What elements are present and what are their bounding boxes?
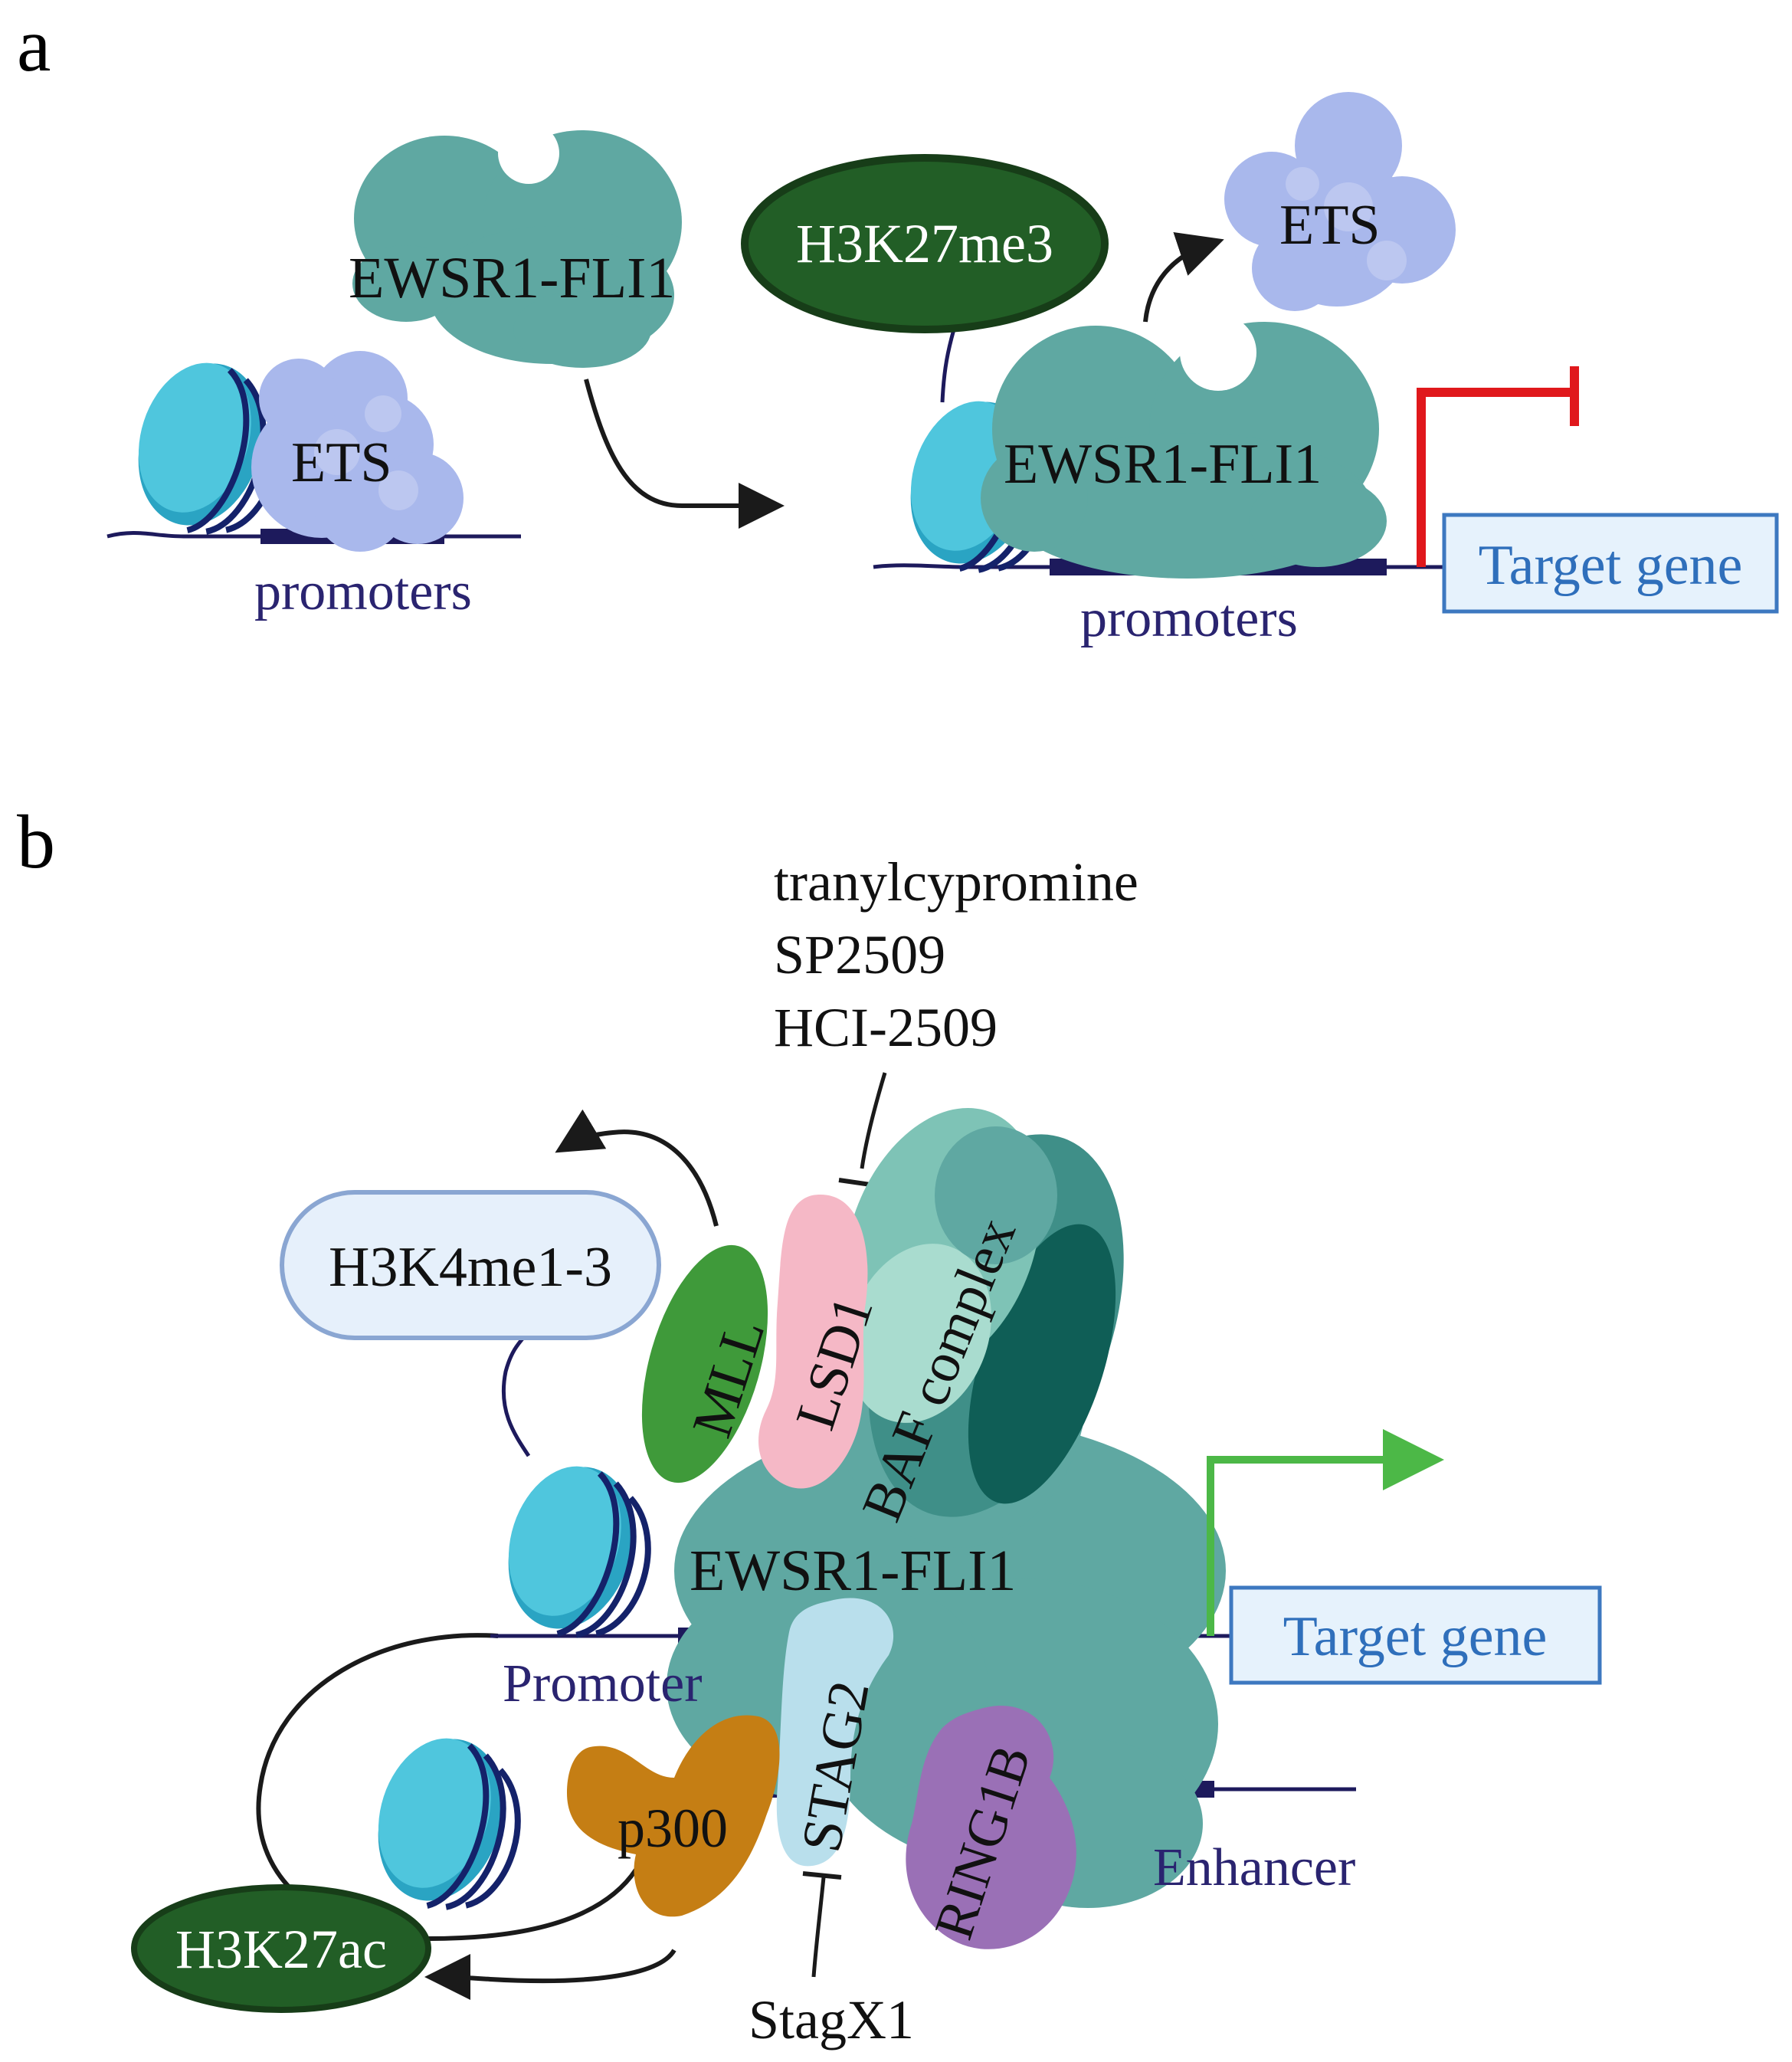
promoters-label-right: promoters <box>1080 589 1298 648</box>
ets-label: ETS <box>291 431 392 494</box>
target-gene-box-b <box>1229 1585 1602 1685</box>
ewsr1-fli1-free <box>352 123 682 368</box>
lsd1-inhibition-line <box>860 1072 887 1169</box>
nucleosome-enhancer <box>355 1723 541 1926</box>
histone-tail-top <box>501 1332 531 1457</box>
h3k4me-mark <box>280 1190 661 1340</box>
stagx1-label: StagX1 <box>749 1989 914 2051</box>
methylation-arrow <box>555 1109 719 1227</box>
enhancer-label: Enhancer <box>1153 1838 1355 1897</box>
displace-arrow <box>1143 231 1224 323</box>
baf-complex <box>844 1107 1124 1517</box>
recruit-arrow <box>584 379 785 529</box>
ets-protein <box>251 351 464 552</box>
lsd1-protein <box>758 1195 868 1489</box>
panel-a-left: ETS promoters EWSR1-FLI1 <box>106 123 785 621</box>
h3k27ac-label: H3K27ac <box>175 1919 387 1980</box>
ewsr1-fli1-label-free: EWSR1-FLI1 <box>349 246 675 310</box>
h3k27me3-mark <box>741 154 1109 333</box>
ewsr1-fli1-bound <box>981 314 1387 579</box>
acetylation-arrow <box>424 1949 677 2001</box>
histone-tail-right <box>940 329 956 403</box>
stag2-inhibition-bar <box>802 1871 842 1880</box>
repressed-tss <box>1417 388 1574 567</box>
stag2-inhibition-line <box>811 1877 826 1978</box>
panel-b-label: b <box>17 799 55 884</box>
mll-protein <box>641 1244 768 1483</box>
h3k4me-label: H3K4me1-3 <box>329 1236 612 1299</box>
dna-strand <box>106 531 521 539</box>
p300-label: p300 <box>618 1798 728 1859</box>
target-gene-label-a: Target gene <box>1479 534 1743 597</box>
promoters-label: promoters <box>254 562 472 621</box>
p300-protein <box>567 1715 780 1917</box>
ewsr1-fli1-label-b: EWSR1-FLI1 <box>690 1539 1016 1603</box>
active-tss <box>1207 1429 1444 1636</box>
nucleosome-promoter <box>486 1451 671 1654</box>
panel-a-label: a <box>17 2 51 87</box>
stag2-protein <box>776 1598 894 1867</box>
ewsr1-fli1-label-bound: EWSR1-FLI1 <box>1004 433 1322 496</box>
panel-a-right: H3K27me3 EWSR1-FLI1 promoters ETS Target… <box>741 92 1779 648</box>
target-gene-label-b: Target gene <box>1283 1605 1548 1668</box>
ets-displaced <box>1224 92 1456 311</box>
ring1b-protein <box>906 1706 1076 1949</box>
h3k27ac-mark <box>131 1884 431 2013</box>
inhibitor-line-3: HCI-2509 <box>774 997 998 1058</box>
promoter-label: Promoter <box>503 1654 703 1713</box>
ets-displaced-label: ETS <box>1279 194 1381 257</box>
inhibitor-line-2: SP2509 <box>774 924 945 985</box>
target-gene-box-a <box>1442 513 1779 614</box>
inhibitor-line-1: tranylcypromine <box>774 851 1138 913</box>
h3k27me3-label: H3K27me3 <box>796 213 1053 274</box>
